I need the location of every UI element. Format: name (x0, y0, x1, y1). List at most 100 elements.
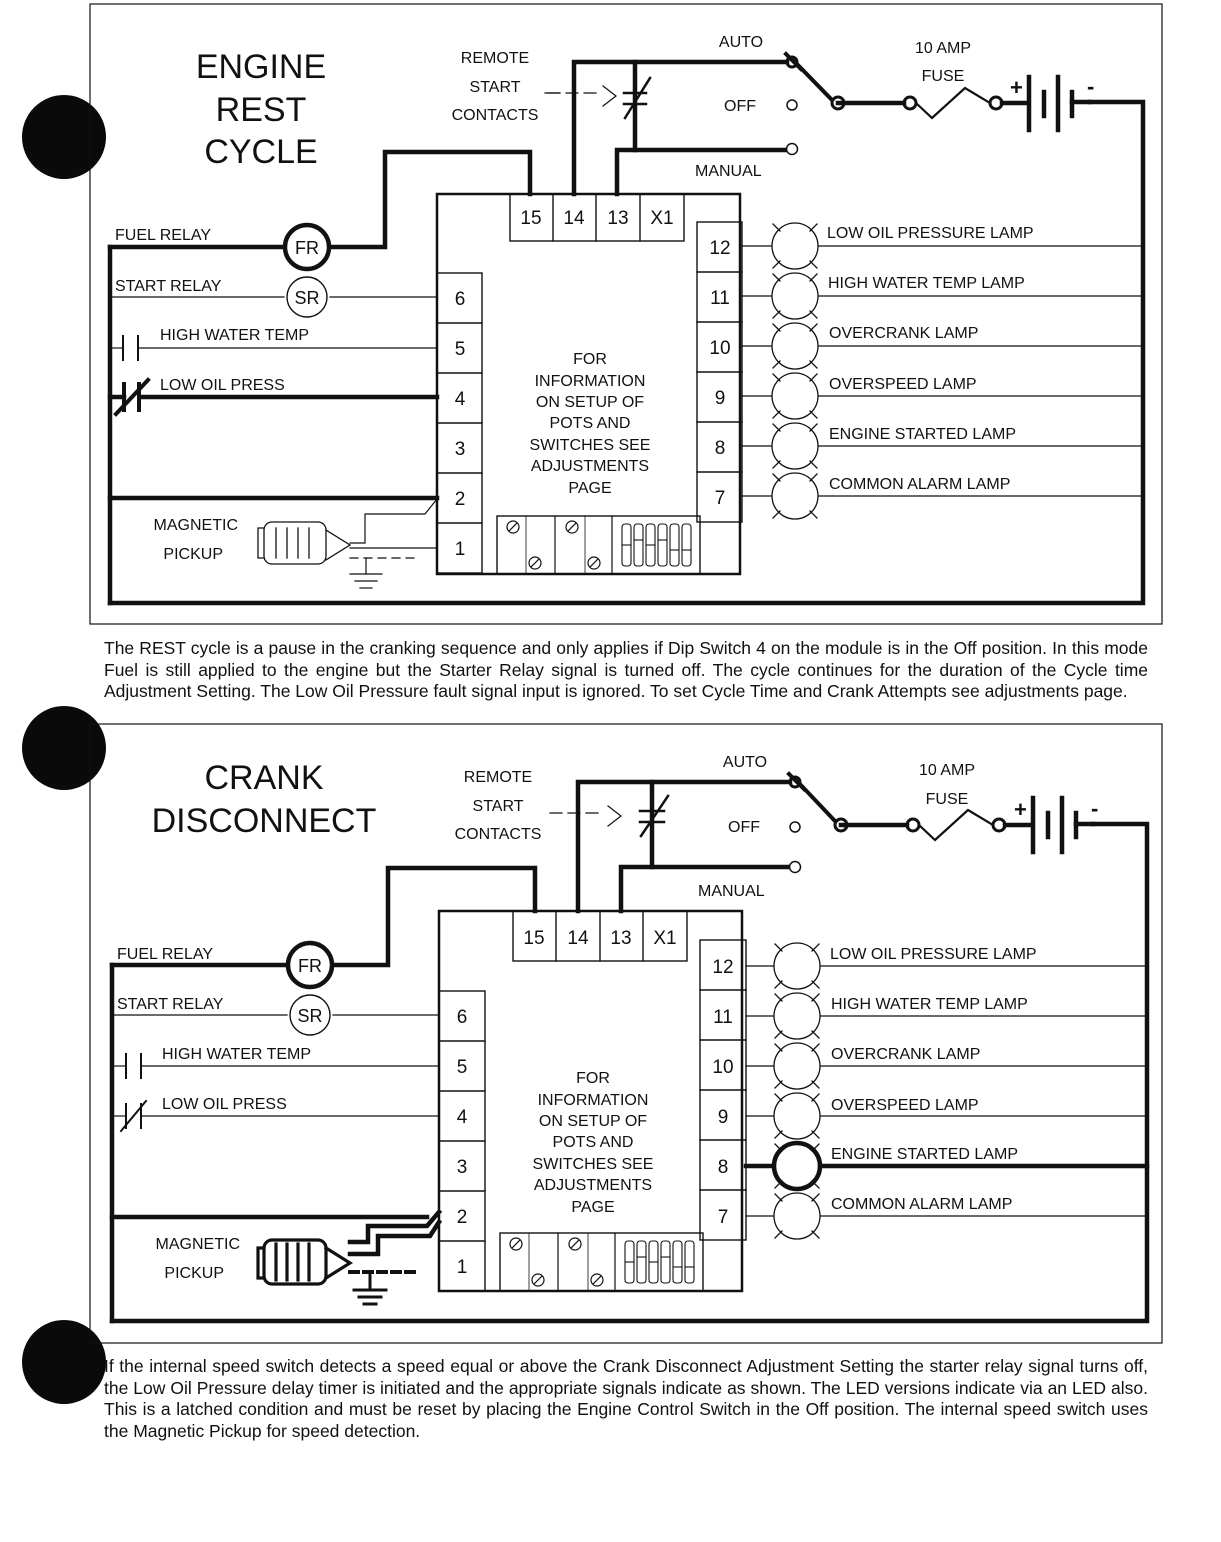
pot-dip-block (496, 515, 701, 575)
terminal-label: 2 (457, 1207, 468, 1228)
terminal-label: 7 (715, 488, 726, 509)
switch-off-label: OFF (724, 98, 756, 115)
lamp-label: OVERSPEED LAMP (829, 376, 977, 393)
terminal-label: 10 (712, 1057, 733, 1078)
terminal-label: 3 (457, 1157, 468, 1178)
switch-auto-label: AUTO (723, 754, 767, 771)
battery-plus: + (1010, 75, 1023, 100)
fuel-relay-coil (282, 222, 332, 272)
switch-auto-label: AUTO (719, 34, 763, 51)
fuse-label: 10 AMP (915, 40, 971, 57)
battery-icon (1026, 74, 1093, 133)
module-info-text: INFORMATION (535, 373, 646, 390)
module-info-text: FOR (576, 1070, 610, 1087)
terminal-label: 3 (455, 439, 466, 460)
crank-disconnect-diagram: CRANK DISCONNECT REMOTE START CONTACTS A… (89, 723, 1163, 1344)
lamp-label: LOW OIL PRESSURE LAMP (830, 946, 1037, 963)
module-info-text: ADJUSTMENTS (534, 1177, 652, 1194)
lamp-icon (771, 472, 819, 520)
remote-start-label: CONTACTS (452, 107, 539, 124)
terminal-label: 15 (523, 928, 544, 949)
module-info-text: PAGE (568, 480, 611, 497)
crank-disconnect-description: If the internal speed switch detects a s… (104, 1356, 1148, 1441)
diagram-title: REST (216, 91, 307, 129)
start-relay-label: START RELAY (115, 278, 222, 295)
remote-start-contacts-icon (622, 76, 652, 120)
lamp-icon (773, 1042, 821, 1090)
low-oil-press-label: LOW OIL PRESS (162, 1096, 287, 1113)
fuel-relay-symbol: FR (298, 956, 322, 976)
diagram-title: DISCONNECT (152, 802, 377, 840)
ground-icon (349, 557, 383, 589)
terminal-label: X1 (653, 928, 676, 949)
lamp-label: OVERCRANK LAMP (829, 325, 978, 342)
potentiometer-icon (568, 1237, 582, 1251)
high-water-temp-label: HIGH WATER TEMP (162, 1046, 311, 1063)
terminal-label: 15 (520, 208, 541, 229)
potentiometer-icon (509, 1237, 523, 1251)
battery-minus: - (1091, 796, 1098, 821)
lamp-icon (773, 992, 821, 1040)
fuse-icon (917, 808, 995, 842)
remote-start-label: REMOTE (461, 50, 529, 67)
magnetic-pickup-icon (257, 521, 352, 565)
terminal-label: 13 (610, 928, 631, 949)
module-info-text: POTS AND (553, 1134, 634, 1151)
lamp-icon (773, 1092, 821, 1140)
fuse-icon (914, 86, 992, 120)
switch-manual-label: MANUAL (698, 883, 765, 900)
pot-dip-block (499, 1232, 704, 1292)
switch-manual-label: MANUAL (695, 163, 762, 180)
module-info-text: SWITCHES SEE (530, 437, 651, 454)
ground-icon (352, 1270, 388, 1306)
magnetic-pickup-label: PICKUP (163, 546, 223, 563)
lamp-label: LOW OIL PRESSURE LAMP (827, 225, 1034, 242)
diagram-title: CRANK (204, 759, 323, 797)
fuel-relay-symbol: FR (295, 238, 319, 258)
start-relay-coil (289, 994, 331, 1036)
diagram-frame (89, 3, 1163, 625)
fuel-relay-label: FUEL RELAY (117, 946, 213, 963)
punch-hole (22, 95, 106, 179)
magnetic-pickup-label: MAGNETIC (156, 1236, 240, 1253)
terminal-label: 9 (718, 1107, 729, 1128)
terminal-label: 8 (718, 1157, 729, 1178)
engine-rest-cycle-diagram: ENGINE REST CYCLE REMOTE START CONTACTS … (89, 3, 1163, 625)
lamp-icon (773, 942, 821, 990)
lamp-icon (771, 422, 819, 470)
module-info-text: ON SETUP OF (536, 394, 644, 411)
lamp-label: COMMON ALARM LAMP (829, 476, 1010, 493)
dip-switch-icon (621, 523, 692, 567)
potentiometer-icon (565, 520, 579, 534)
potentiometer-icon (528, 556, 542, 570)
module-info-text: FOR (573, 351, 607, 368)
lamp-icon (771, 222, 819, 270)
potentiometer-icon (531, 1273, 545, 1287)
terminal-label: 6 (457, 1007, 468, 1028)
module-info-text: INFORMATION (538, 1092, 649, 1109)
diagram-title: ENGINE (196, 48, 326, 86)
terminal-label: 4 (455, 389, 466, 410)
switch-off-label: OFF (728, 819, 760, 836)
lamp-label: COMMON ALARM LAMP (831, 1196, 1012, 1213)
terminal-label: 14 (567, 928, 589, 949)
fuel-relay-label: FUEL RELAY (115, 227, 211, 244)
magnetic-pickup-label: PICKUP (164, 1265, 224, 1282)
battery-plus: + (1014, 797, 1027, 822)
lamp-icon (771, 272, 819, 320)
terminal-label: 10 (709, 338, 730, 359)
low-oil-press-label: LOW OIL PRESS (160, 377, 285, 394)
lamp-icon (771, 372, 819, 420)
module-info-text: ON SETUP OF (539, 1113, 647, 1130)
terminal-label: 5 (455, 339, 466, 360)
lamp-label: OVERSPEED LAMP (831, 1097, 979, 1114)
module-info-text: ADJUSTMENTS (531, 458, 649, 475)
terminal-label: 11 (713, 1007, 733, 1028)
potentiometer-icon (506, 520, 520, 534)
battery-icon (1030, 795, 1096, 855)
terminal-label: 6 (455, 289, 466, 310)
punch-hole (22, 706, 106, 790)
lamp-label: ENGINE STARTED LAMP (829, 426, 1016, 443)
fuse-label: 10 AMP (919, 762, 975, 779)
lamp-label: ENGINE STARTED LAMP (831, 1146, 1018, 1163)
